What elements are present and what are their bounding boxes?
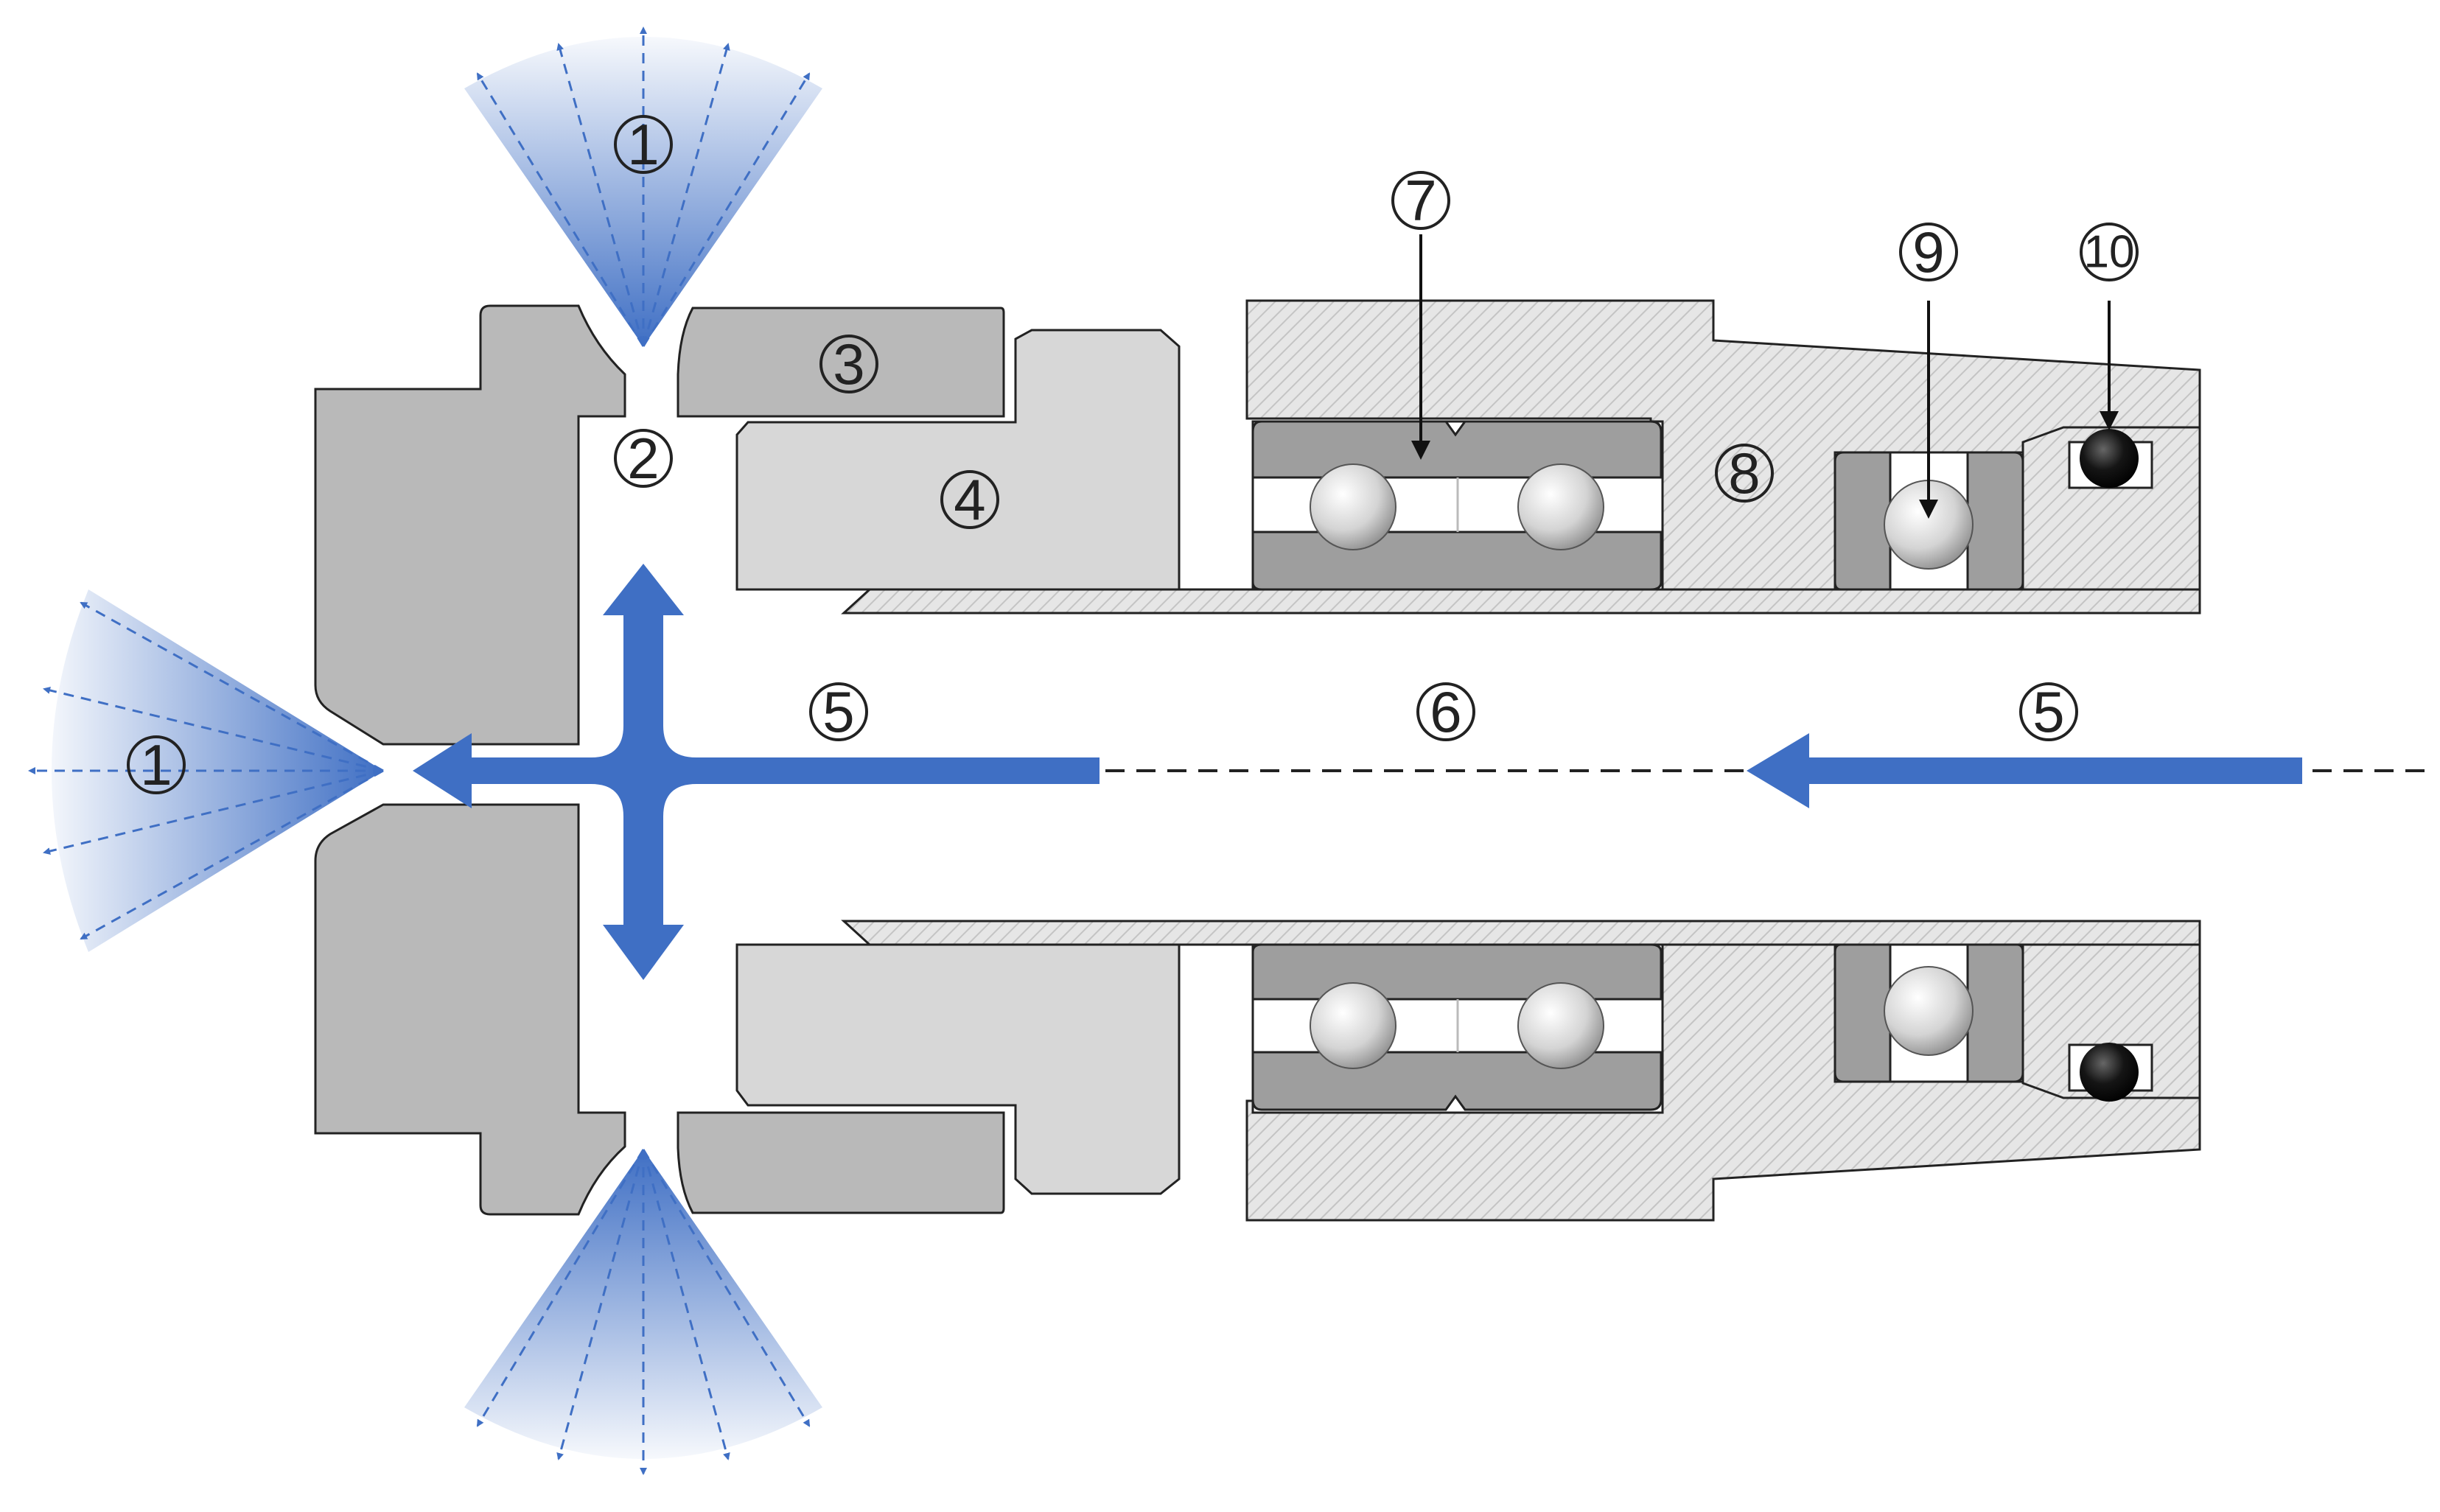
shaft-sleeve-bottom [841, 920, 2201, 946]
bearing-7-top [1251, 420, 1664, 591]
label-9: 9 [1899, 220, 1958, 284]
svg-text:2: 2 [627, 426, 659, 491]
label-8: 8 [1715, 441, 1774, 505]
label-4: 4 [940, 467, 999, 532]
part-4-top [735, 329, 1181, 591]
bearing-7-bottom [1251, 943, 1664, 1114]
bearing-9-bottom [1834, 943, 2024, 1083]
svg-text:5: 5 [2032, 679, 2064, 744]
spray-top [464, 27, 822, 347]
part-3-top [677, 307, 1005, 418]
spray-bottom [464, 1149, 822, 1475]
part-4-bottom [735, 943, 1181, 1195]
svg-text:5: 5 [822, 679, 854, 744]
svg-text:1: 1 [627, 112, 659, 177]
label-5-right: 5 [2019, 679, 2078, 744]
label-7: 7 [1391, 168, 1450, 233]
label-1-left: 1 [127, 732, 186, 797]
svg-text:10: 10 [2084, 227, 2135, 278]
svg-text:6: 6 [1430, 679, 1461, 744]
svg-text:3: 3 [833, 332, 864, 396]
leader-arrows [1411, 234, 2119, 519]
seal-10-top [2080, 429, 2139, 488]
svg-text:7: 7 [1405, 168, 1436, 233]
svg-text:4: 4 [954, 467, 985, 532]
flow-arrow-inlet [1747, 733, 2302, 808]
label-3: 3 [819, 332, 878, 396]
svg-text:1: 1 [140, 732, 172, 797]
spray-left [28, 589, 384, 952]
seal-10-bottom [2080, 1043, 2139, 1102]
label-10: 10 [2080, 223, 2139, 281]
flow-arrows-nozzle [413, 564, 1100, 980]
svg-text:9: 9 [1912, 220, 1944, 284]
label-5-left: 5 [809, 679, 868, 744]
label-2: 2 [614, 426, 673, 491]
label-1-top: 1 [614, 112, 673, 177]
svg-text:8: 8 [1728, 441, 1760, 505]
nozzle-body-bottom [314, 803, 626, 1216]
label-6: 6 [1416, 679, 1475, 744]
part-3-bottom [677, 1111, 1005, 1214]
nozzle-body-top [314, 304, 626, 746]
shaft-sleeve-top [841, 588, 2201, 615]
